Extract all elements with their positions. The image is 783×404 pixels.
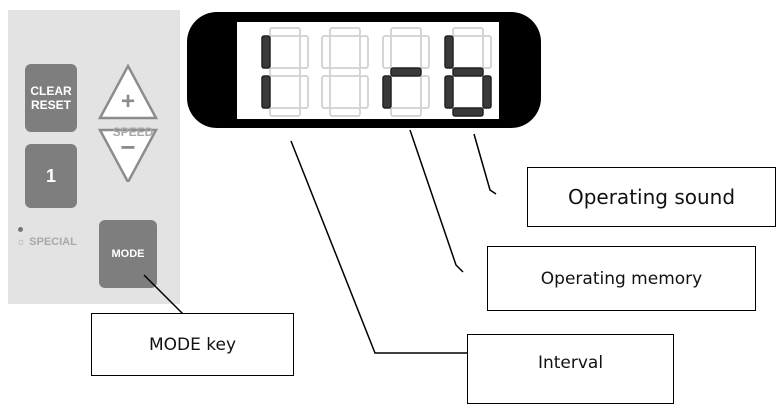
- segment-b: [299, 35, 309, 69]
- mode-button[interactable]: MODE: [99, 220, 157, 288]
- segment-e: [261, 75, 271, 109]
- segment-b: [359, 35, 369, 69]
- special-label: SPECIAL: [29, 236, 77, 248]
- speed-up-button[interactable]: +: [97, 63, 159, 120]
- seven-segment-digits: [261, 27, 492, 117]
- speed-label: SPEED: [112, 125, 154, 139]
- operating-memory-label: Operating memory: [487, 246, 756, 311]
- digit-2: [321, 27, 369, 117]
- clear-reset-button[interactable]: CLEAR RESET: [25, 64, 77, 132]
- sun-icon: ☼: [16, 236, 27, 248]
- segment-a: [329, 27, 361, 37]
- interval-connector: [290, 140, 467, 354]
- segment-g: [329, 67, 361, 77]
- segment-e: [382, 75, 392, 109]
- segment-b: [420, 35, 430, 69]
- sound-connector: [473, 133, 497, 195]
- digit-3: [382, 27, 430, 117]
- special-indicator: ☼ SPECIAL: [16, 227, 77, 248]
- segment-d: [329, 107, 361, 117]
- segment-a: [269, 27, 301, 37]
- segment-f: [382, 35, 392, 69]
- digit-1: [261, 27, 309, 117]
- segment-a: [390, 27, 422, 37]
- plus-icon: +: [121, 88, 135, 115]
- mode-label: MODE: [111, 248, 145, 260]
- segment-a: [452, 27, 484, 37]
- segment-c: [359, 75, 369, 109]
- segment-d: [390, 107, 422, 117]
- interval-label: Interval: [467, 334, 674, 404]
- speed-arrows: + −: [97, 63, 159, 182]
- reset-label: RESET: [30, 98, 71, 112]
- clear-label: CLEAR: [30, 84, 72, 98]
- segment-b: [482, 35, 492, 69]
- segment-f: [261, 35, 271, 69]
- program-1-button[interactable]: 1: [25, 144, 77, 208]
- memory-connector: [409, 129, 464, 273]
- control-panel: CLEAR RESET + − SPEED 1 ☼ SPECIAL MODE: [8, 10, 180, 304]
- operating-sound-label: Operating sound: [527, 167, 776, 227]
- digit-4: [444, 27, 492, 117]
- segment-c: [420, 75, 430, 109]
- segment-g: [269, 67, 301, 77]
- segment-e: [444, 75, 454, 109]
- segment-d: [269, 107, 301, 117]
- segment-c: [299, 75, 309, 109]
- mode-connector: [143, 274, 186, 317]
- speed-down-button[interactable]: −: [97, 128, 159, 182]
- segment-g: [390, 67, 422, 77]
- indicator-dot-icon: [18, 227, 23, 232]
- segment-g: [452, 67, 484, 77]
- mode-key-label: MODE key: [91, 313, 294, 376]
- segment-f: [444, 35, 454, 69]
- one-label: 1: [45, 165, 56, 186]
- minus-icon: −: [120, 132, 135, 162]
- segment-d: [452, 107, 484, 117]
- segment-e: [321, 75, 331, 109]
- segment-c: [482, 75, 492, 109]
- segment-f: [321, 35, 331, 69]
